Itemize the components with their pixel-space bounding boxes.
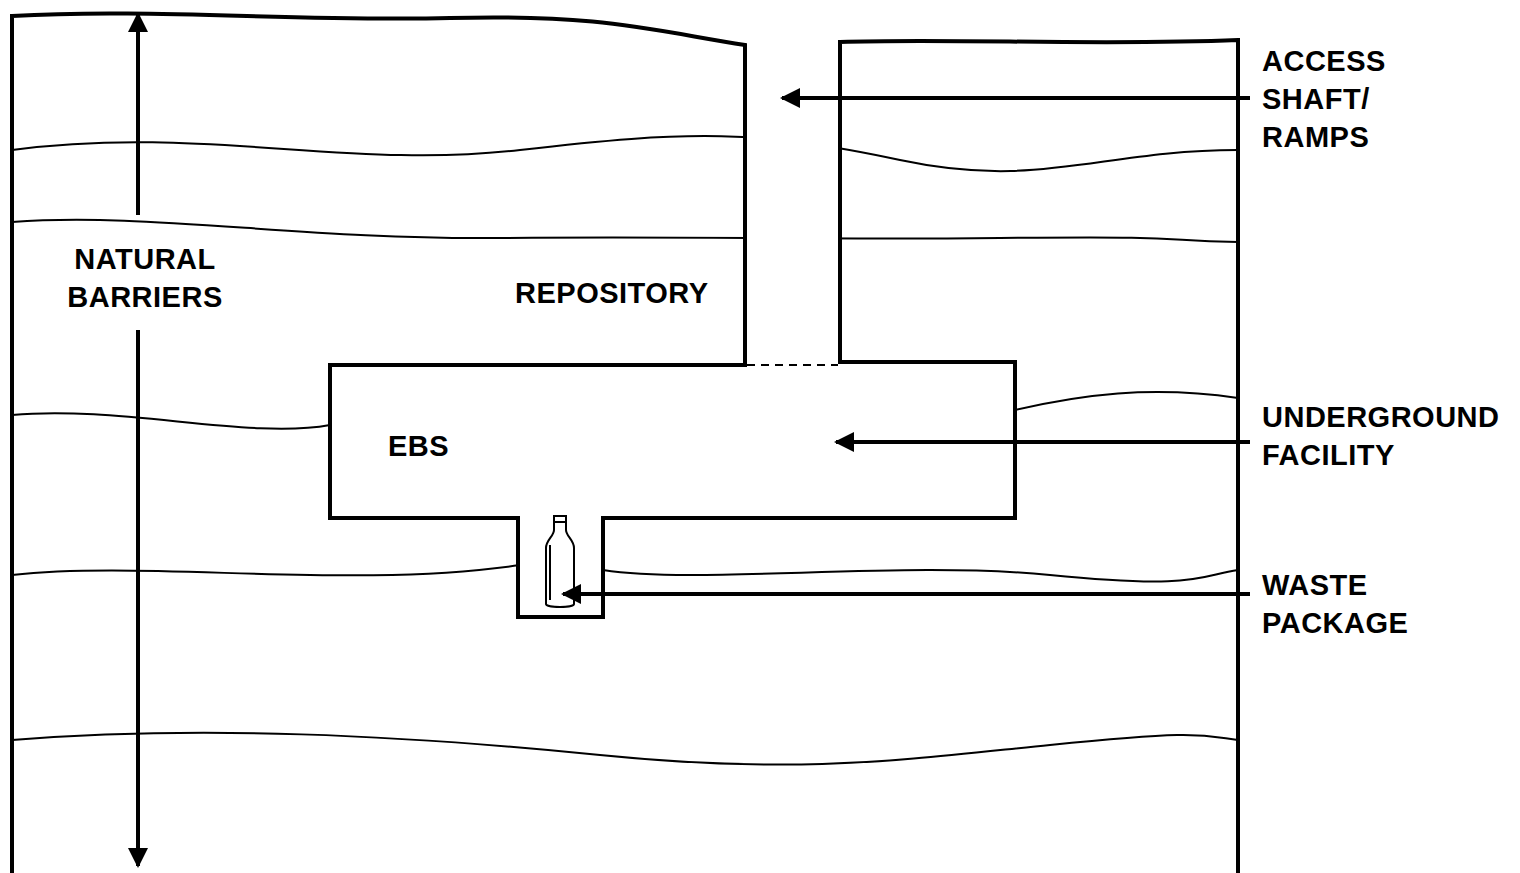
rock-strata [12,136,1238,765]
shaft-opening [747,364,838,366]
barrier-label: NATURAL BARRIERS [40,240,250,316]
label-text: NATURAL BARRIERS [40,240,250,316]
label-text: WASTE PACKAGE [1259,566,1449,642]
node-text: REPOSITORY [515,274,709,312]
label-text: ACCESS SHAFT/ RAMPS [1259,42,1409,156]
pointer-arrows [138,14,1250,866]
label-text: UNDERGROUND FACILITY [1259,398,1517,474]
callout-label: ACCESS SHAFT/ RAMPS [1259,42,1409,156]
ebs-facility-box: EBS [330,365,1015,518]
node-text: EBS [388,427,449,465]
callout-label: WASTE PACKAGE [1259,566,1449,642]
callout-label: UNDERGROUND FACILITY [1259,398,1517,474]
repository-region: REPOSITORY EBS [12,10,1238,873]
